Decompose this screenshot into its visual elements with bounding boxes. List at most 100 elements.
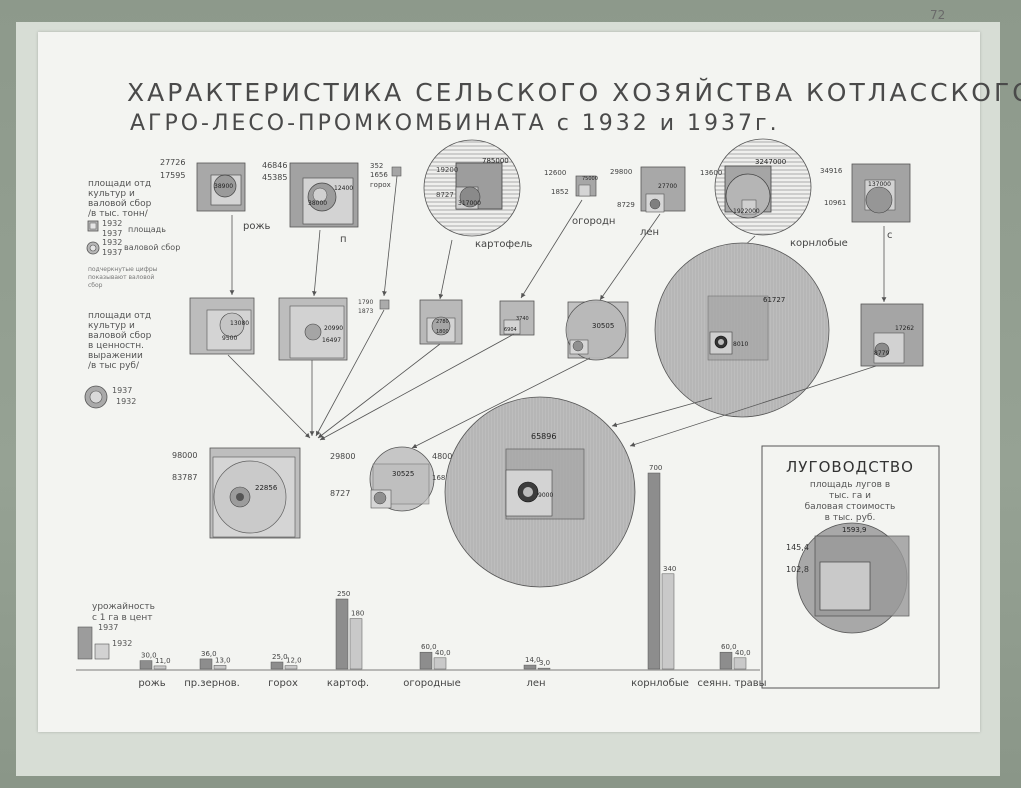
r2-grass-circle [874, 342, 890, 358]
bar-1937-2 [270, 661, 284, 670]
yield-title-1: урожайность [92, 602, 155, 612]
lugovodstvo-title: ЛУГОВОДСТВО [786, 458, 914, 476]
grass-circle [865, 186, 893, 214]
category-label-0: рожь [138, 678, 165, 689]
peas-square [391, 166, 402, 177]
row1-grasses: 34916 10961 137000 с [820, 163, 911, 241]
grass-val-1: 34916 [820, 167, 843, 175]
row2: 13080 9500 20990 16497 1790 1873 2780 18… [189, 242, 924, 418]
r2-veg-val-1: 3740 [516, 316, 529, 322]
row1-vegetables: 12600 1852 75000 огородн [544, 169, 615, 227]
veg-val-2: 1852 [551, 188, 569, 196]
legend-area-title-1: площади отд [88, 179, 151, 189]
grain-label: п [340, 234, 347, 245]
rye-val-2: 17595 [160, 171, 185, 180]
potato-label: картофель [475, 239, 533, 250]
row1-potato: 19200 8727 785000 317000 картофель [423, 139, 533, 250]
rye-circle [213, 174, 237, 198]
r3-root-val-1: 65896 [531, 432, 556, 441]
legend-vc-1937: 1937 [112, 386, 132, 395]
root-val-1: 13600 [700, 169, 722, 177]
row2-grain: 20990 16497 [278, 297, 348, 361]
row3-root-total: 65896 9000 [444, 396, 636, 588]
bar-1932-6 [661, 573, 675, 670]
r2-root-circle-core [718, 339, 724, 345]
yield-legend-1932: 1932 [112, 639, 132, 648]
bar-1932-2 [284, 665, 298, 670]
legend-value-title-5: выражении [88, 351, 143, 361]
grain-val-2: 45385 [262, 173, 287, 182]
row1-grain: 46846 45385 12400 38000 п [262, 161, 359, 245]
legend-sq-area: площадь [128, 225, 166, 234]
lugovodstvo-sub-1: площадь лугов в [810, 480, 890, 490]
r2-grass-val-1: 17262 [895, 325, 914, 332]
legend-note-3: сбор [88, 282, 103, 289]
bar-label-1937-5: 14,0 [525, 656, 541, 664]
arrow-r2-grass [629, 365, 877, 447]
arrow-r2-root [611, 397, 713, 428]
chart-title-line2: АГРО-ЛЕСО-ПРОМКОМБИНАТА с 1932 и 1937г. [130, 111, 780, 136]
yield-legend-bar-1937 [77, 626, 93, 660]
category-label-2: горох [268, 678, 298, 689]
r2-veg-val-2: 6904 [504, 327, 517, 333]
peas-val-1: 352 [370, 162, 383, 170]
bar-label-1937-0: 30,0 [141, 652, 157, 660]
category-label-1: пр.зернов. [184, 678, 240, 689]
root-circle-1932 [725, 173, 771, 219]
row2-flax: 30505 [565, 299, 629, 361]
chart-title-line1: ХАРАКТЕРИСТИКА СЕЛЬСКОГО ХОЗЯЙСТВА КОТЛА… [127, 78, 1021, 107]
row2-vegetables: 3740 6904 [499, 300, 535, 336]
grass-val-2: 10961 [824, 199, 846, 207]
yield-legend-bar-1932 [94, 643, 110, 660]
r2-rye-circle [219, 312, 245, 338]
r2-grain-val-1: 20990 [324, 325, 343, 332]
bar-label-1937-1: 36,0 [201, 650, 217, 658]
lugovodstvo-sub-2: тыс. га и [829, 491, 871, 501]
r3-tech-val-3: 8727 [330, 489, 350, 498]
bar-label-1932-2: 12,0 [286, 657, 302, 665]
legend-vc-1932: 1932 [116, 397, 136, 406]
lugovodstvo-panel: ЛУГОВОДСТВО площадь лугов в тыс. га и ба… [761, 445, 940, 689]
yield-legend: урожайность с 1 га в цент 1937 1932 [77, 602, 155, 660]
row2-grasses: 17262 8779 [860, 303, 924, 367]
arrow-grain [312, 229, 321, 297]
bar-label-1932-6: 340 [663, 565, 676, 573]
r2-grain-circle [304, 323, 322, 341]
r3-tech-val-4: 30525 [392, 470, 414, 478]
yield-title-2: с 1 га в цент [92, 613, 152, 623]
rye-val-1: 27726 [160, 158, 185, 167]
bar-1937-1 [199, 658, 213, 670]
arrow-veg [520, 199, 583, 299]
arrow-r2-potato [317, 343, 441, 439]
lugovodstvo-val-2: 102,8 [786, 565, 809, 574]
row1-rootcrops: 13600 3247000 1922000 корнлобые [700, 138, 848, 249]
r2-flax-circle-1932 [572, 340, 584, 352]
category-label-6: корнлобые [631, 678, 689, 689]
lugovodstvo-frame [761, 445, 940, 689]
r3-tech-circle-1932 [373, 491, 387, 505]
arrow-r2-rye [227, 354, 311, 439]
rye-label: рожь [243, 221, 270, 232]
lugovodstvo-val-1: 145,4 [786, 543, 809, 552]
arrow-potato [438, 239, 453, 300]
row2-rootcrops: 61727 8010 [654, 242, 830, 418]
legend-ci-1937: 1937 [102, 248, 122, 257]
bar-1932-1 [213, 665, 227, 670]
lugovodstvo-sub-4: в тыс. руб. [825, 513, 876, 523]
flax-val-2: 8729 [617, 201, 635, 209]
r2-peas-val-1: 1790 [358, 299, 373, 306]
veg-val-3: 75000 [582, 176, 598, 182]
grain-val-4: 38000 [308, 200, 327, 207]
row3-tech-total: 29800 48000 8727 30525 16878 [330, 446, 457, 512]
legend-area-title-2: культур и [88, 189, 135, 199]
legend-ci-1932: 1932 [102, 238, 122, 247]
legend-ci-gross: валовой сбор [124, 243, 180, 252]
potato-val-1: 19200 [436, 166, 458, 174]
r3-grain-circle-core [236, 493, 244, 501]
bar-1932-0 [153, 665, 167, 670]
lugovodstvo-sub-3: баловая стоимость [805, 502, 896, 512]
r3-grain-val-3: 22856 [255, 484, 278, 492]
legend-value-title-4: в ценностн. [88, 341, 144, 351]
bar-1937-5 [523, 664, 537, 670]
